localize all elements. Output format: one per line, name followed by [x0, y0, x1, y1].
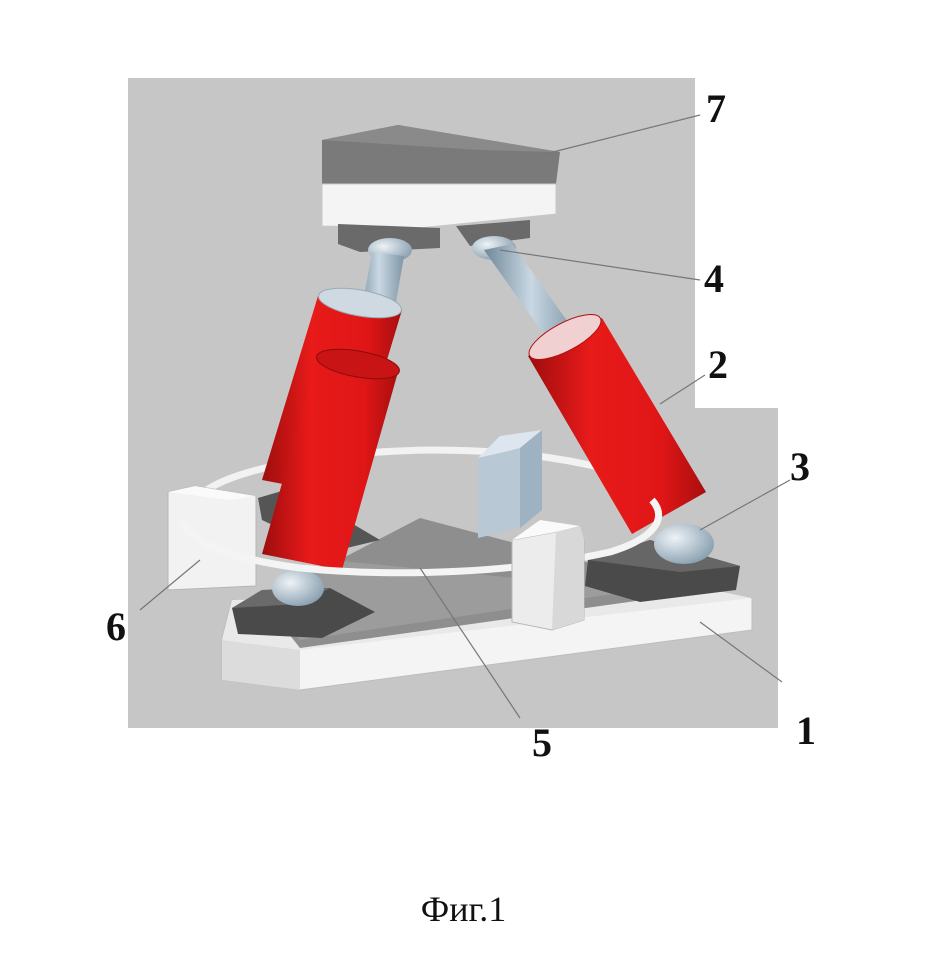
rod-right: [484, 244, 578, 346]
label-1: 1: [796, 708, 816, 753]
guide-post: [478, 430, 542, 538]
leader-lines: [139, 114, 791, 719]
cylinder-front: [262, 348, 400, 570]
label-7: 7: [706, 86, 726, 131]
label-6: 6: [106, 604, 126, 649]
lower-joint-right: [654, 524, 714, 564]
upper-platform: [321, 125, 560, 252]
ring-back: [192, 446, 642, 503]
label-5: 5: [532, 720, 552, 765]
front-block: [511, 520, 585, 631]
label-4: 4: [704, 256, 724, 301]
block-6: [167, 485, 257, 591]
figure-caption: Фиг.1: [420, 889, 507, 929]
cylinder-2: [528, 314, 706, 534]
ring-front: [177, 497, 662, 577]
label-3: 3: [790, 444, 810, 489]
lower-joint-front: [272, 570, 324, 606]
label-2: 2: [708, 342, 728, 387]
